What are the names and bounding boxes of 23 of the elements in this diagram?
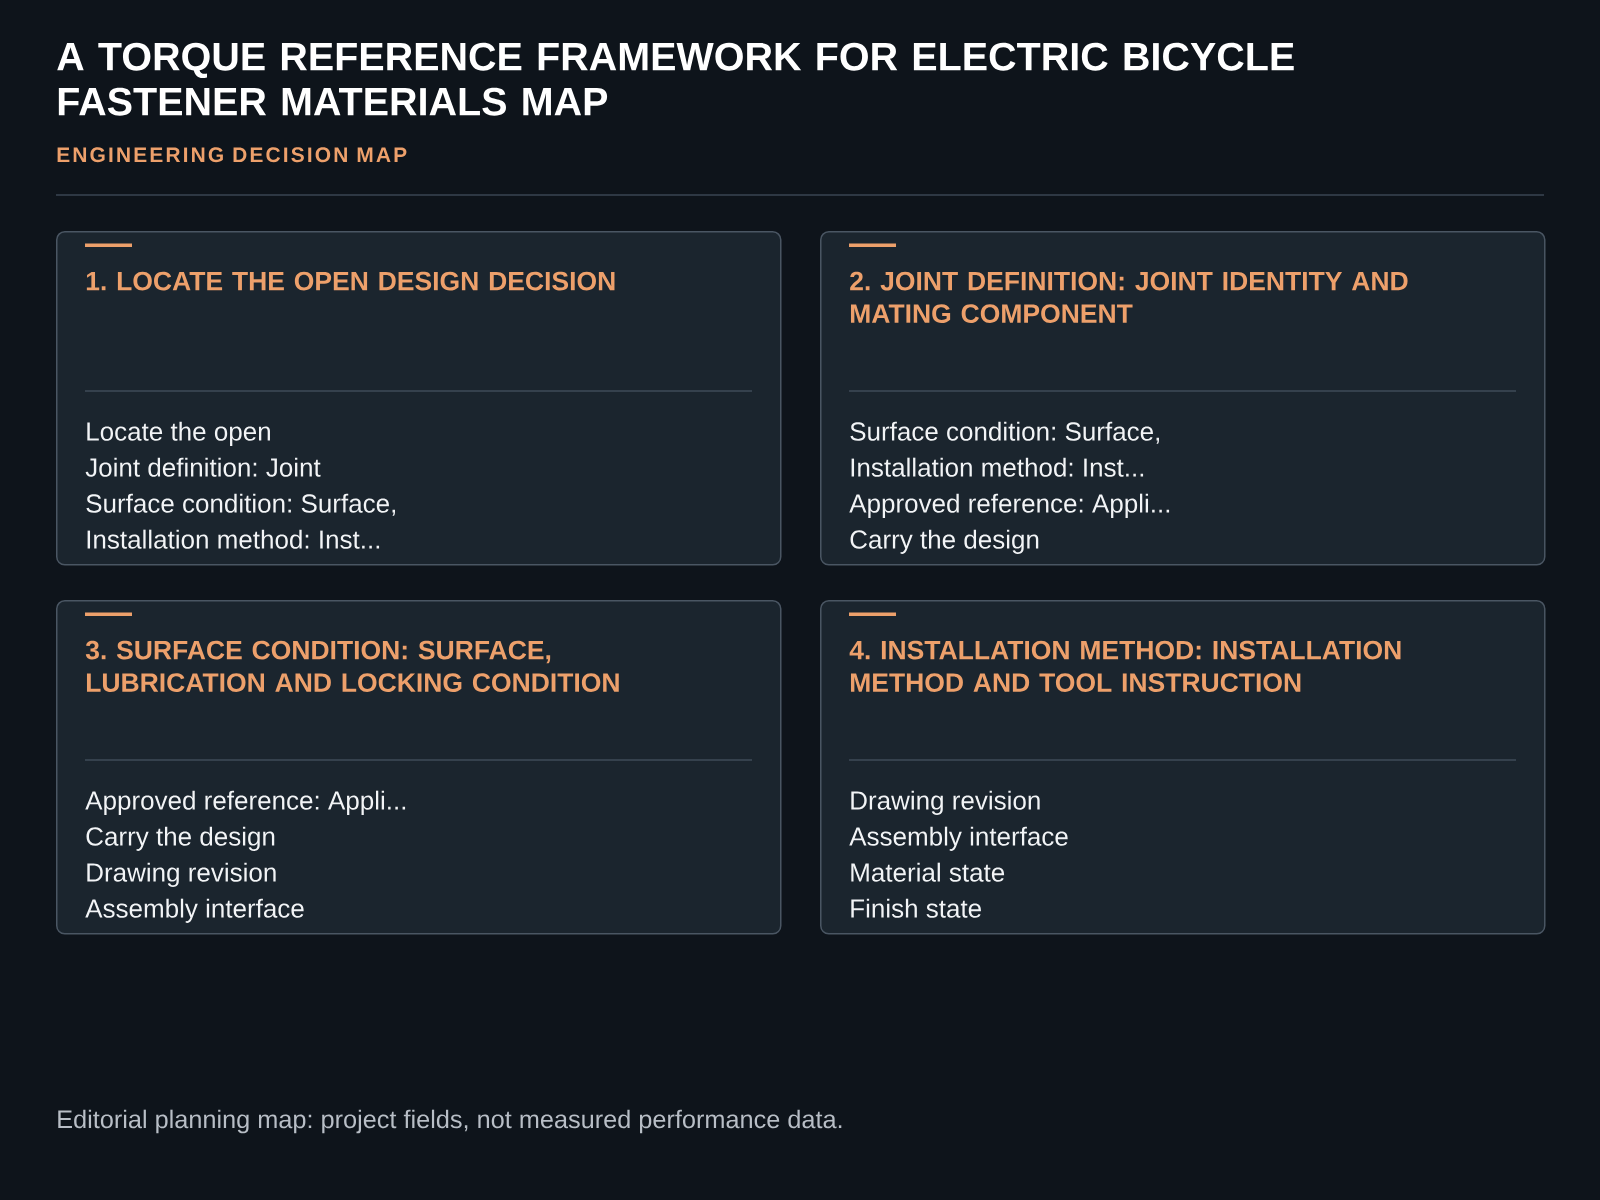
list-item: Approved reference: Appli... [849, 493, 1170, 518]
list-item: Material state [851, 862, 1005, 882]
heading: 3. SURFACE CONDITION: SURFACE, LUBRICATION AND LOCKING CONDITION [85, 640, 619, 692]
list-item: Joint definition: Joint [85, 457, 321, 477]
list-item: Carry the design [86, 826, 275, 851]
list-item: Surface condition: Surface, [850, 421, 1159, 444]
list-item: Installation method: Inst... [851, 457, 1144, 477]
caption: Editorial planning map: project fields, not measured performance data. [58, 1109, 842, 1134]
list-item: Carry the design [850, 529, 1039, 554]
heading: 4. INSTALLATION METHOD: INSTALLATION METHOD AND TOOL INSTRUCTION [849, 640, 1401, 692]
subtitle: ENGINEERING DECISION MAP [57, 147, 407, 163]
list-item: Locate the open [87, 421, 270, 446]
heading: 1. LOCATE THE OPEN DESIGN DECISION [86, 271, 615, 291]
list-item: Approved reference: Appli... [85, 790, 406, 815]
list-item: Installation method: Inst... [87, 529, 380, 549]
list-item: Assembly interface [85, 898, 304, 923]
list-item: Drawing revision [87, 862, 276, 887]
list-item: Surface condition: Surface, [86, 493, 395, 516]
list-item: Assembly interface [849, 826, 1068, 851]
title: A TORQUE REFERENCE FRAMEWORK FOR ELECTRIC BICYCLE FASTENER MATERIALS MAP [57, 42, 1294, 116]
heading: 2. JOINT DEFINITION: JOINT IDENTITY AND MATING COMPONENT [850, 271, 1408, 323]
list-item: Finish state [851, 898, 981, 918]
list-item: Drawing revision [851, 790, 1040, 815]
